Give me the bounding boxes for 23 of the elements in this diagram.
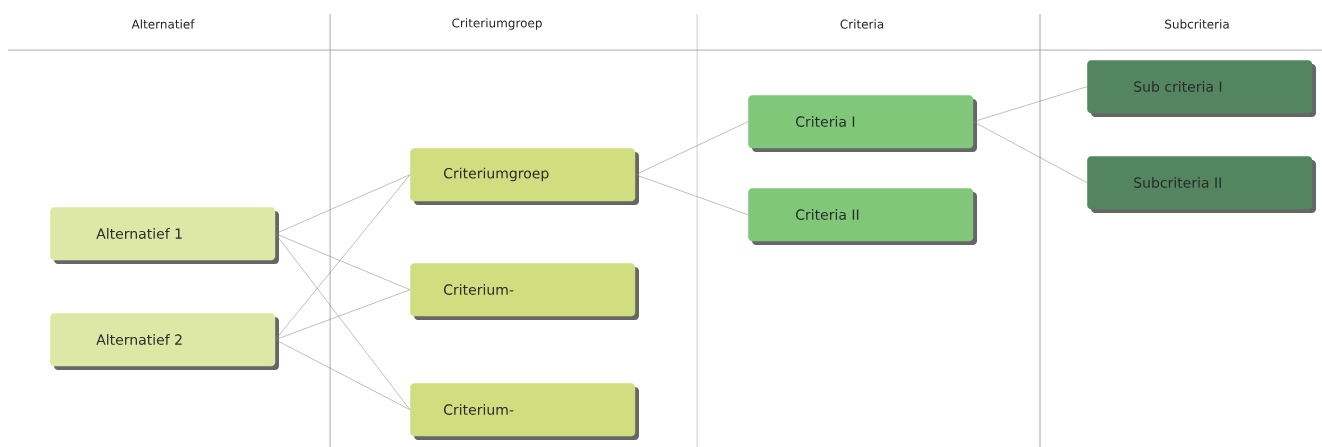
process-box: Criteria I xyxy=(748,95,977,152)
connector-line xyxy=(635,174,749,215)
connector-line xyxy=(973,121,1088,183)
process-box: Criteria II xyxy=(748,188,977,245)
process-box: Criterium- xyxy=(410,383,639,440)
process-box: Subcriteria II xyxy=(1087,156,1316,213)
column-heading: Alternatief xyxy=(131,19,195,29)
connector-line xyxy=(275,233,411,290)
connector-line xyxy=(635,121,749,175)
connector-line xyxy=(275,289,411,340)
process-box: Alternatief 2 xyxy=(50,313,279,370)
connector-line xyxy=(275,174,411,234)
connector-line xyxy=(973,86,1088,122)
connector-line xyxy=(275,174,411,340)
connector-line xyxy=(275,339,411,410)
process-box: Criteriumgroep xyxy=(410,148,639,205)
column-heading: Criteriumgroep xyxy=(452,18,542,30)
column-heading: Criteria xyxy=(840,19,884,29)
process-box: Criterium- xyxy=(410,263,639,320)
column-heading: Subcriteria xyxy=(1165,19,1229,29)
process-box: Sub criteria I xyxy=(1087,60,1316,117)
connector-line xyxy=(275,233,411,410)
process-box: Alternatief 1 xyxy=(50,207,279,264)
